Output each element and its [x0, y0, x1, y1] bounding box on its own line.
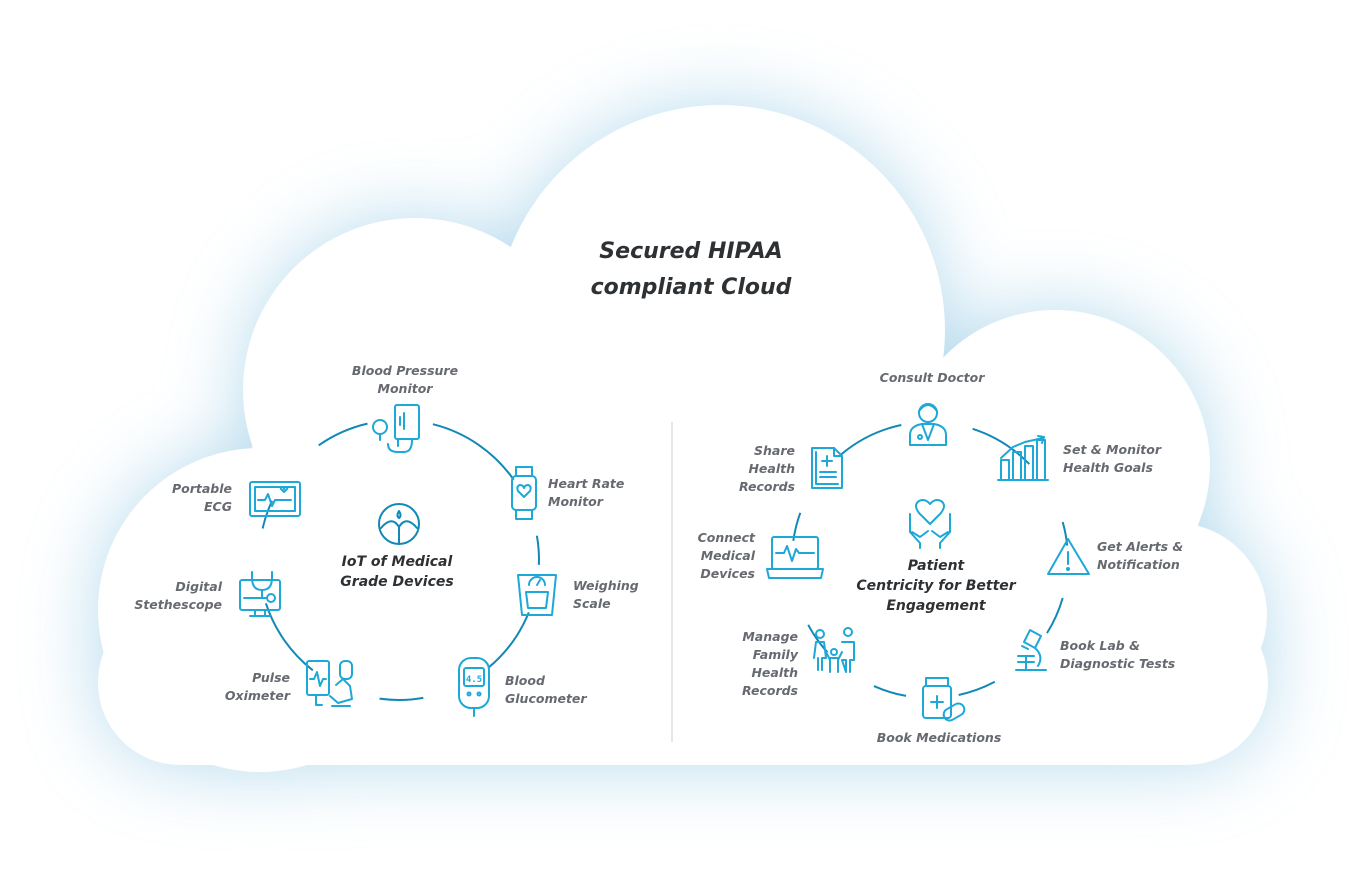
label-line: Consult Doctor — [879, 370, 985, 385]
label-line: Monitor — [548, 494, 603, 509]
iot-center-label: IoT of Medical Grade Devices — [322, 552, 472, 592]
alert-icon — [1047, 538, 1090, 575]
label-line: Pulse — [252, 670, 290, 685]
glucometer-readout: 4.5 — [466, 675, 482, 685]
label-pulse-oximeter: Pulse Oximeter — [190, 669, 290, 705]
stethoscope-icon — [239, 571, 281, 617]
label-line: Share — [754, 443, 795, 458]
label-consult-doctor: Consult Doctor — [862, 369, 1002, 387]
label-line: Heart Rate — [548, 476, 625, 491]
label-weighing-scale: Weighing Scale — [573, 577, 639, 613]
label-portable-ecg: Portable ECG — [132, 480, 232, 516]
label-line: Blood Pressure — [351, 363, 459, 378]
label-share-health-records: Share Health Records — [715, 442, 795, 496]
left-ring-arc — [488, 612, 530, 668]
blood-pressure-icon — [372, 404, 420, 453]
label-book-lab: Book Lab & Diagnostic Tests — [1060, 637, 1175, 673]
cloud-title-line-2: compliant Cloud — [590, 275, 792, 300]
label-line: Book Lab & — [1060, 638, 1140, 653]
medicine-bottle-icon — [922, 677, 966, 722]
left-ring-arc — [432, 423, 515, 481]
heart-hands-icon — [909, 499, 951, 549]
glucometer-icon: 4.5 — [458, 657, 490, 717]
label-line: Set & Monitor — [1063, 442, 1161, 457]
label-line: Notification — [1097, 557, 1180, 572]
label-line: ECG — [204, 499, 232, 514]
left-ring-arc — [379, 696, 424, 701]
label-line: Weighing — [573, 578, 639, 593]
left-ring-arc — [318, 422, 368, 447]
label-set-monitor-health-goals: Set & Monitor Health Goals — [1063, 441, 1161, 477]
microscope-icon — [1015, 629, 1047, 671]
left-ring-arc — [261, 500, 274, 529]
label-blood-pressure-monitor: Blood Pressure Monitor — [340, 362, 470, 398]
leaf-drop-icon — [378, 503, 420, 545]
patient-center-line-2: Centricity for Better — [856, 578, 1016, 594]
right-ring-arc — [1046, 597, 1064, 634]
label-line: Oximeter — [224, 688, 290, 703]
patient-center-line-3: Engagement — [886, 598, 986, 614]
cloud-title: Secured HIPAA compliant Cloud — [560, 234, 822, 306]
label-line: Health — [751, 665, 798, 680]
right-ring-arc — [792, 512, 802, 541]
label-connect-devices: Connect Medical Devices — [680, 529, 755, 583]
label-line: Health Goals — [1063, 460, 1153, 475]
weighing-scale-icon — [517, 574, 557, 616]
laptop-ecg-icon — [766, 536, 824, 579]
label-line: Portable — [171, 481, 232, 496]
patient-center-label: Patient Centricity for Better Engagement — [846, 556, 1026, 616]
label-line: Stethescope — [134, 597, 222, 612]
label-line: Glucometer — [505, 691, 587, 706]
patient-center-line-1: Patient — [907, 558, 965, 574]
label-line: Book Medications — [876, 730, 1002, 745]
label-line: Manage — [742, 629, 798, 644]
label-heart-rate-monitor: Heart Rate Monitor — [548, 475, 624, 511]
label-get-alerts: Get Alerts & Notification — [1097, 538, 1183, 574]
label-line: Monitor — [377, 381, 433, 396]
label-line: Scale — [573, 596, 611, 611]
heart-rate-watch-icon — [511, 466, 537, 520]
label-line: Records — [741, 683, 798, 698]
label-line: Get Alerts & — [1097, 539, 1184, 554]
label-digital-stethescope: Digital Stethescope — [112, 578, 222, 614]
doctor-icon — [909, 403, 947, 446]
pulse-oximeter-icon — [306, 660, 353, 707]
label-line: Family — [752, 647, 798, 662]
label-blood-glucometer: Blood Glucometer — [505, 672, 587, 708]
right-ring-arc — [873, 685, 907, 697]
right-ring-arc — [958, 680, 996, 696]
label-line: Digital — [175, 579, 222, 594]
label-line: Health — [748, 461, 795, 476]
left-ring-arc — [535, 535, 540, 565]
label-line: Devices — [700, 566, 755, 581]
growth-chart-icon — [997, 435, 1049, 481]
right-ring-arc — [1061, 521, 1069, 546]
label-line: Diagnostic Tests — [1060, 656, 1176, 671]
label-book-medications: Book Medications — [864, 729, 1014, 747]
label-line: Blood — [505, 673, 545, 688]
cloud-title-line-1: Secured HIPAA — [599, 239, 783, 264]
family-icon — [813, 627, 855, 673]
iot-center-line-2: Grade Devices — [340, 574, 454, 590]
ecg-monitor-icon — [249, 481, 301, 517]
label-line: Connect — [697, 530, 755, 545]
right-ring-arc — [807, 624, 829, 653]
label-line: Records — [738, 479, 795, 494]
iot-center-line-1: IoT of Medical — [341, 554, 453, 570]
right-ring-arc — [840, 424, 902, 456]
label-line: Medical — [700, 548, 755, 563]
health-record-icon — [811, 447, 843, 489]
label-manage-family-records: Manage Family Health Records — [700, 628, 798, 700]
